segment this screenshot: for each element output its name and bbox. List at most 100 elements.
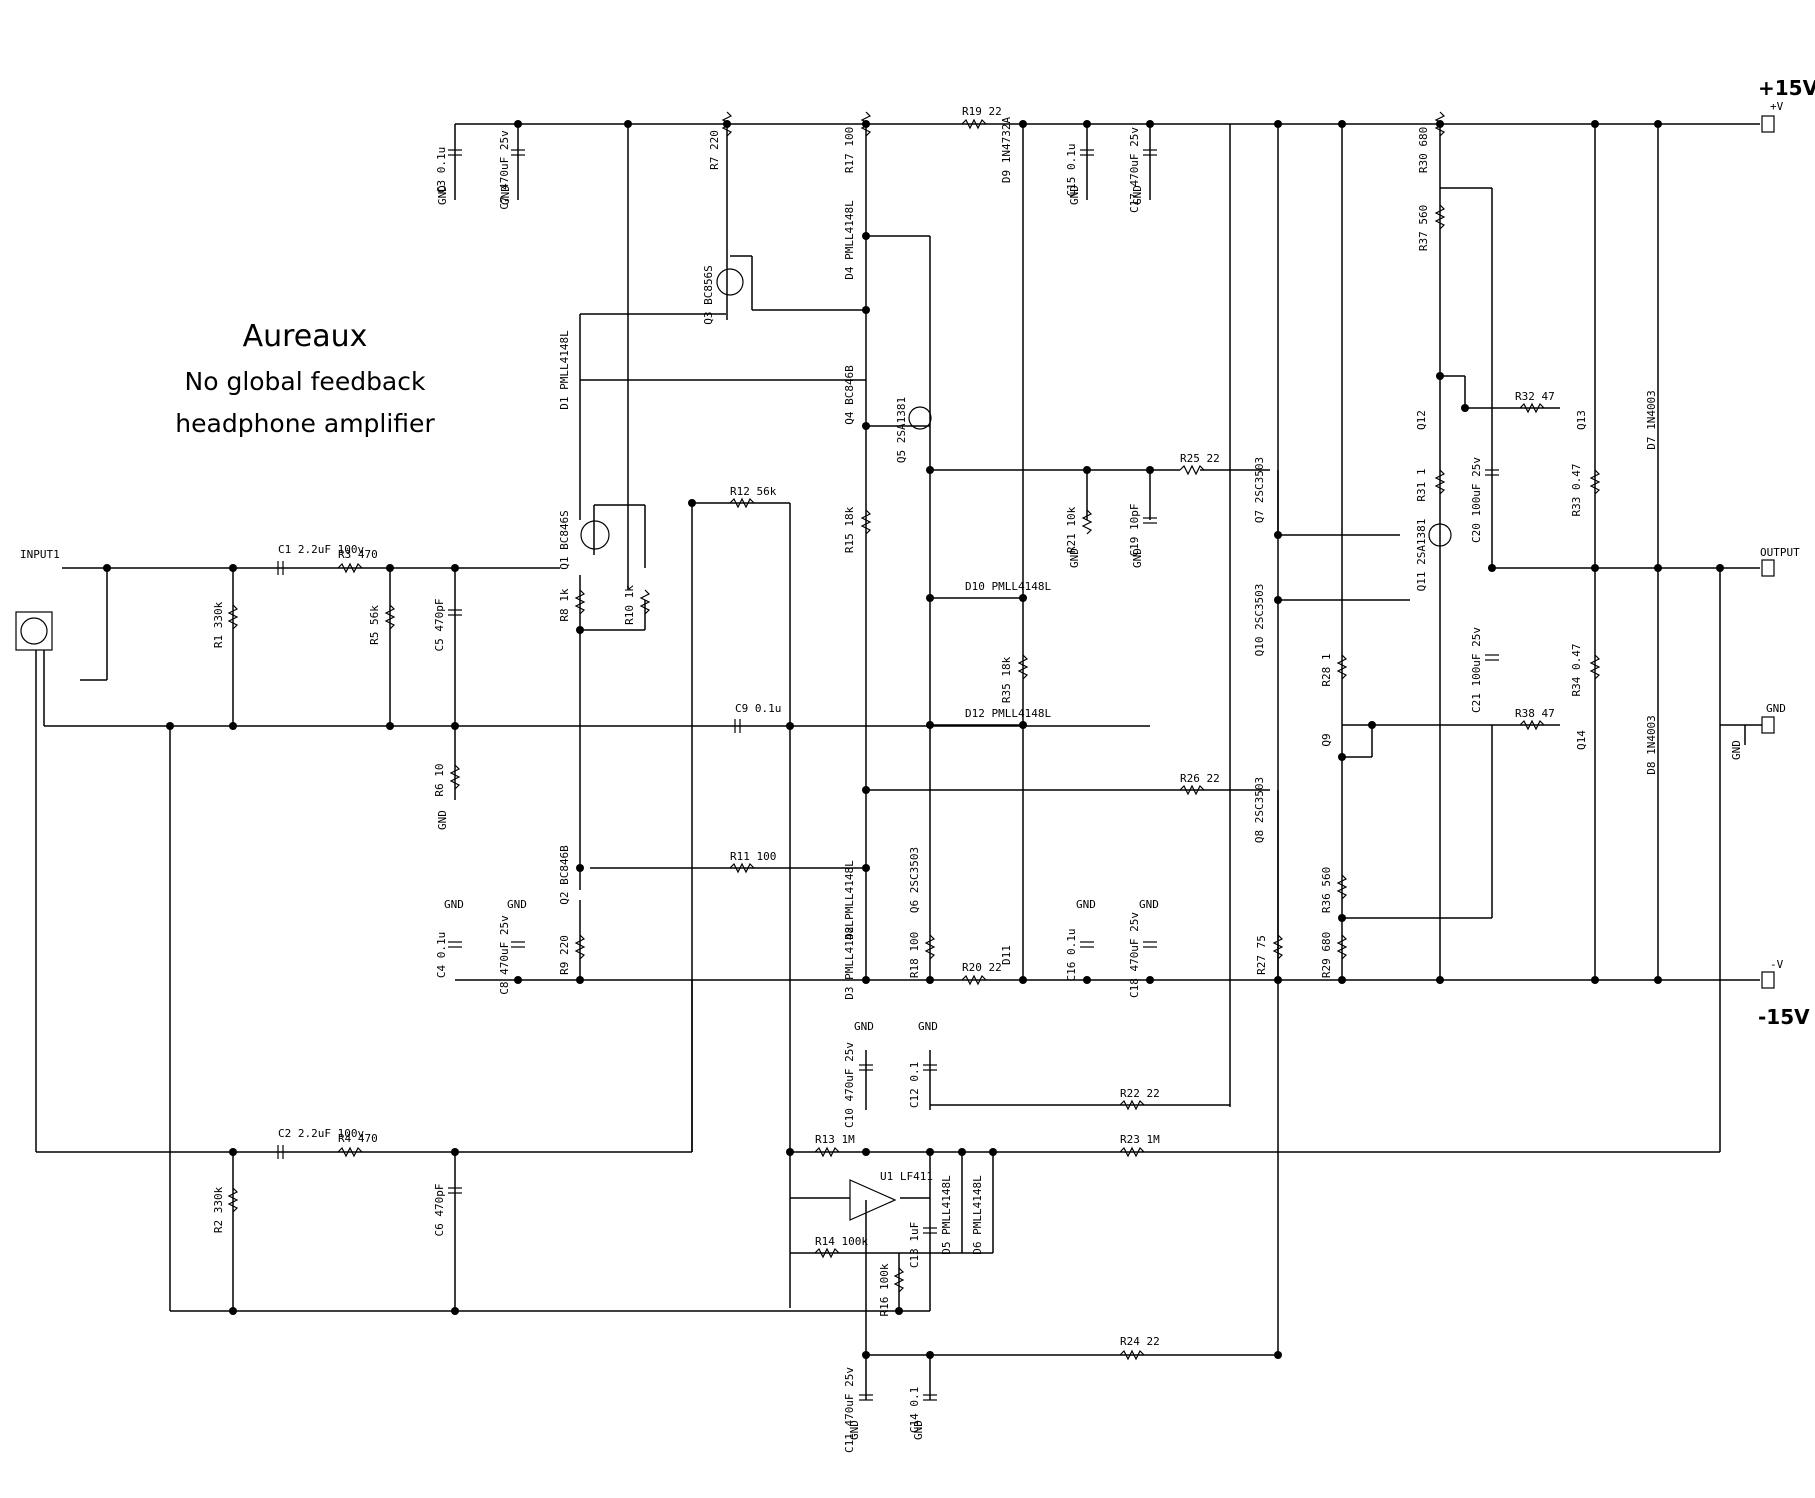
component-label-c15: C15 0.1u xyxy=(1065,144,1078,197)
component-label-c14: C14 0.1 xyxy=(908,1387,921,1433)
component-label-q10: Q10 2SC3503 xyxy=(1253,584,1266,657)
component-label-r1: R1 330k xyxy=(212,601,225,648)
component-label-r38: R38 47 xyxy=(1515,707,1555,720)
gnd-label: GND xyxy=(1076,898,1096,911)
gnd-label: GND xyxy=(507,898,527,911)
component-label-d9: D9 1N4732A xyxy=(1000,117,1013,184)
gnd-label: GND xyxy=(848,1420,861,1440)
gnd-label: GND xyxy=(436,810,449,830)
component-label-r27: R27 75 xyxy=(1255,935,1268,975)
component-label-r9: R9 220 xyxy=(558,935,571,975)
component-label-d5: D5 PMLL4148L xyxy=(940,1175,953,1255)
component-label-d6: D6 PMLL4148L xyxy=(971,1175,984,1255)
junctions xyxy=(103,120,1724,1359)
component-label-r18: R18 100 xyxy=(908,932,921,978)
component-label-c19: C19 10pF xyxy=(1128,504,1141,557)
title-line-1: Aureaux xyxy=(243,319,368,354)
component-label-r15: R15 18k xyxy=(843,506,856,553)
component-label-r29: R29 680 xyxy=(1320,932,1333,978)
component-label-u1: U1 LF411 xyxy=(880,1170,933,1183)
component-label-c8: C8 470uF 25v xyxy=(498,915,511,995)
component-label-c21: C21 100uF 25v xyxy=(1470,627,1483,713)
component-label-c12: C12 0.1 xyxy=(908,1062,921,1108)
gnd-label: GND xyxy=(1068,548,1081,568)
minus-v-port-label: -V xyxy=(1770,958,1784,971)
symbols xyxy=(15,111,1775,1401)
component-label-q1: Q1 BC846S xyxy=(558,510,571,570)
plus-v-port-label: +V xyxy=(1770,100,1784,113)
component-label-q8: Q8 2SC3503 xyxy=(1253,777,1266,843)
gnd-label: GND xyxy=(1131,185,1144,205)
component-label-c17: C17 470uF 25v xyxy=(1128,127,1141,213)
component-label-r20: R20 22 xyxy=(962,961,1002,974)
component-label-c16: C16 0.1u xyxy=(1065,929,1078,982)
component-label-r6: R6 10 xyxy=(433,763,446,796)
component-label-r2: R2 330k xyxy=(212,1186,225,1233)
output-port-label: OUTPUT xyxy=(1760,546,1800,559)
component-label-d10: D10 PMLL4148L xyxy=(965,580,1051,593)
component-label-q11: Q11 2SA1381 xyxy=(1415,519,1428,592)
component-label-r22: R22 22 xyxy=(1120,1087,1160,1100)
component-label-r24: R24 22 xyxy=(1120,1335,1160,1348)
component-label-d8: D8 1N4003 xyxy=(1645,715,1658,775)
component-label-d3: D3 PMLL4148L xyxy=(843,920,856,1000)
component-label-d12: D12 PMLL4148L xyxy=(965,707,1051,720)
component-label-r16: R16 100k xyxy=(878,1263,891,1316)
gnd-label: GND xyxy=(918,1020,938,1033)
component-label-r8: R8 1k xyxy=(558,588,571,621)
component-label-r21: R21 10k xyxy=(1065,506,1078,553)
component-label-r37: R37 560 xyxy=(1417,205,1430,251)
component-label-r19: R19 22 xyxy=(962,105,1002,118)
component-label-q12: Q12 xyxy=(1415,410,1428,430)
component-label-c5: C5 470pF xyxy=(433,599,446,652)
component-label-d4: D4 PMLL4148L xyxy=(843,200,856,280)
gnd-label: GND xyxy=(1131,548,1144,568)
component-label-r25: R25 22 xyxy=(1180,452,1220,465)
component-label-r36: R36 560 xyxy=(1320,867,1333,913)
component-label-c2: C2 2.2uF 100v xyxy=(278,1127,364,1140)
component-label-q5: Q5 2SA1381 xyxy=(895,397,908,463)
component-label-r23: R23 1M xyxy=(1120,1133,1160,1146)
component-label-r11: R11 100 xyxy=(730,850,776,863)
wires xyxy=(35,123,1760,1400)
component-label-r10: R10 1k xyxy=(623,585,636,625)
component-label-c3: C3 0.1u xyxy=(435,147,448,193)
gnd-label: GND xyxy=(1139,898,1159,911)
rail-positive-label: +15V xyxy=(1758,76,1815,100)
rail-negative-label: -15V xyxy=(1758,1005,1810,1029)
component-label-c1: C1 2.2uF 100v xyxy=(278,543,364,556)
gnd-label: GND xyxy=(436,185,449,205)
gnd-label: GND xyxy=(499,185,512,205)
gnd-port-label: GND xyxy=(1766,702,1786,715)
component-label-q3: Q3 BC856S xyxy=(702,265,715,325)
component-label-c6: C6 470pF xyxy=(433,1184,446,1237)
component-label-c7: C7 470uF 25v xyxy=(498,130,511,210)
gnd-label: GND xyxy=(1730,740,1743,760)
component-label-r12: R12 56k xyxy=(730,485,777,498)
component-label-c20: C20 100uF 25v xyxy=(1470,457,1483,543)
component-label-r3: R3 470 xyxy=(338,548,378,561)
component-label-q6: Q6 2SC3503 xyxy=(908,847,921,913)
title-line-2: No global feedback xyxy=(185,367,427,396)
component-label-c18: C18 470uF 25v xyxy=(1128,912,1141,998)
component-label-r5: R5 56k xyxy=(368,605,381,645)
component-label-q4: Q4 BC846B xyxy=(843,365,856,425)
component-label-r7: R7 220 xyxy=(708,130,721,170)
component-label-r35: R35 18k xyxy=(1000,656,1013,703)
component-label-r31: R31 1 xyxy=(1415,468,1428,501)
component-label-c4: C4 0.1u xyxy=(435,932,448,978)
component-label-d7: D7 1N4003 xyxy=(1645,390,1658,450)
gnd-label: GND xyxy=(912,1420,925,1440)
title-line-3: headphone amplifier xyxy=(175,409,435,438)
gnd-labels: GND GND GND GND GND GND GND GND GND GND … xyxy=(436,185,1743,1440)
component-label-r14: R14 100k xyxy=(815,1235,868,1248)
component-label-q7: Q7 2SC3503 xyxy=(1253,457,1266,523)
component-label-d2: D2 PMLL4148L xyxy=(843,860,856,940)
component-label-q9: Q9 xyxy=(1320,733,1333,746)
component-label-r26: R26 22 xyxy=(1180,772,1220,785)
gnd-label: GND xyxy=(854,1020,874,1033)
component-label-r34: R34 0.47 xyxy=(1570,644,1583,697)
component-label-d11: D11 xyxy=(1000,945,1013,965)
